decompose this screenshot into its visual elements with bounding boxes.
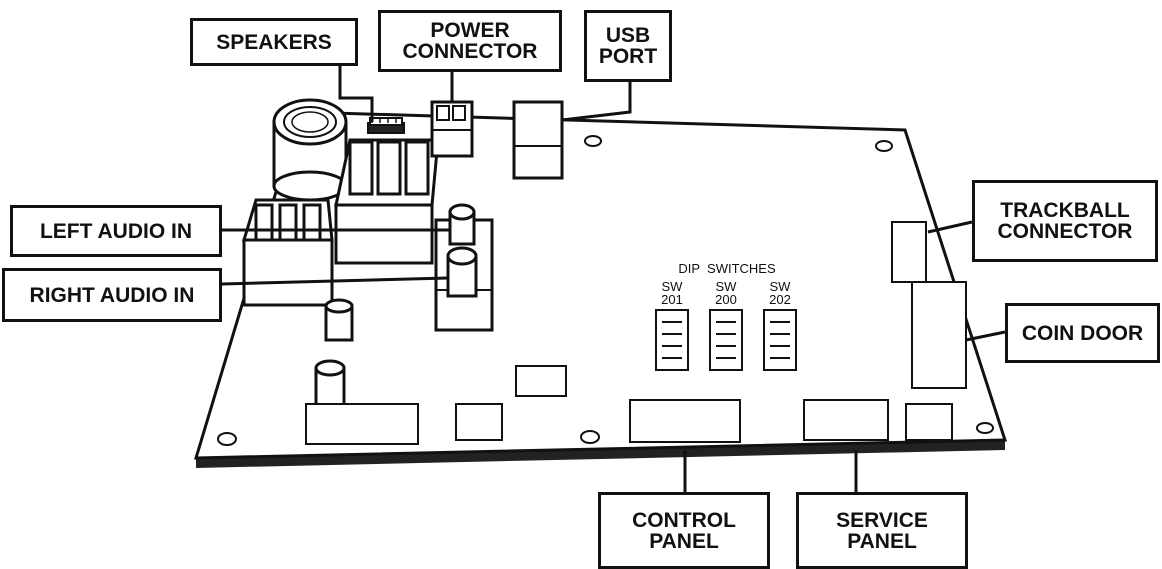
dip-switch-blocks <box>655 309 797 371</box>
usb-port-connector <box>512 100 564 180</box>
label-speakers: SPEAKERS <box>190 18 358 66</box>
label-control-panel: CONTROL PANEL <box>598 492 770 569</box>
speaker-header <box>367 117 405 134</box>
label-usb-port: USB PORT <box>584 10 672 82</box>
leader-lines <box>221 66 1006 492</box>
large-capacitor <box>272 98 348 202</box>
rca-jacks <box>434 203 494 332</box>
dip-switch-sw202: SW 202 <box>769 279 791 307</box>
label-left-audio-in: LEFT AUDIO IN <box>10 205 222 257</box>
label-coin-door: COIN DOOR <box>1005 303 1160 363</box>
label-power-connector: POWER CONNECTOR <box>378 10 562 72</box>
dip-switch-sw200: SW 200 <box>715 279 737 307</box>
dip-switches-title: DIP SWITCHES <box>678 261 776 276</box>
label-right-audio-in: RIGHT AUDIO IN <box>2 268 222 322</box>
label-service-panel: SERVICE PANEL <box>796 492 968 569</box>
label-trackball-connector: TRACKBALL CONNECTOR <box>972 180 1158 262</box>
terminal-block-left <box>241 198 334 307</box>
small-capacitors <box>314 298 354 408</box>
audio-amplifier-module <box>334 138 440 265</box>
dip-switch-sw201: SW 201 <box>661 279 683 307</box>
mounting-holes <box>217 135 994 446</box>
bottom-connectors <box>305 365 953 445</box>
board-edge <box>196 440 1005 468</box>
side-connectors <box>891 221 967 389</box>
power-connector <box>430 100 474 158</box>
